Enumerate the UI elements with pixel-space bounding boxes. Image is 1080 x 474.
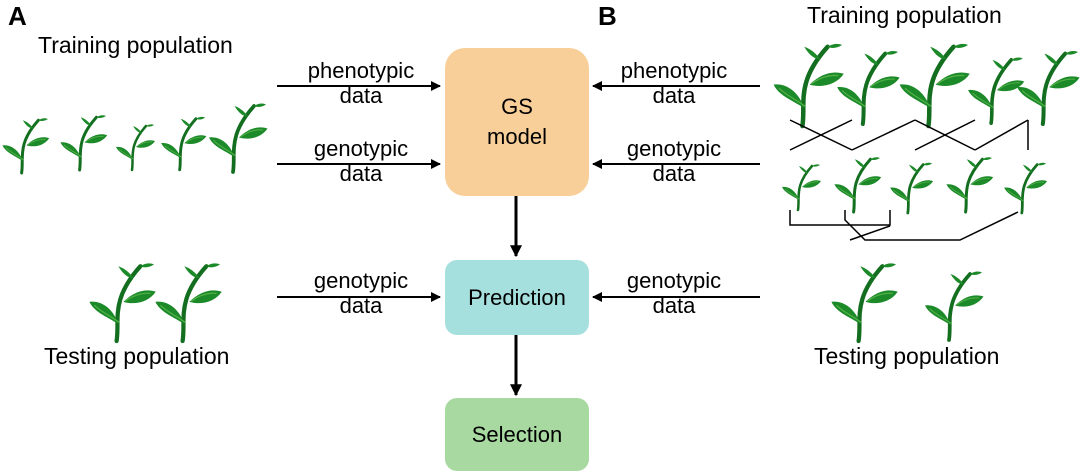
panel-a-testing-plants: [89, 263, 221, 341]
label-b-phenotypic: phenotypic data: [620, 58, 728, 109]
label-b-genotypic-test: genotypic data: [626, 268, 722, 319]
crossing-lines: [789, 119, 1029, 241]
panel-b-training-title: Training population: [807, 2, 1002, 28]
panel-b-testing-plants: [831, 263, 986, 342]
seedling-icon: [888, 161, 935, 215]
seedling-icon: [1002, 161, 1049, 215]
seedling-icon: [774, 44, 844, 126]
input-arrows: [277, 81, 760, 302]
panel-b-training-plants: [774, 44, 1080, 126]
seedling-icon: [0, 116, 51, 175]
seedling-icon: [58, 113, 109, 172]
panel-b-offspring-plants: [780, 155, 1049, 215]
seedling-icon: [780, 163, 823, 212]
label-a-genotypic-test: genotypic data: [313, 268, 409, 319]
seedling-icon: [159, 115, 208, 172]
label-a-phenotypic: phenotypic data: [307, 58, 415, 109]
seedling-icon: [944, 155, 995, 214]
panel-b-label: B: [598, 1, 617, 31]
seedling-icon: [966, 55, 1027, 126]
seedling-icon: [89, 263, 155, 341]
seedling-icon: [900, 44, 970, 126]
seedling-icon: [155, 263, 221, 341]
panel-a-testing-title: Testing population: [44, 343, 230, 369]
panel-a-training-title: Training population: [38, 32, 233, 58]
gs-model-box: GS model: [445, 48, 589, 196]
selection-box: Selection: [445, 398, 589, 471]
label-b-genotypic-train: genotypic data: [626, 136, 722, 187]
seedling-icon: [207, 101, 270, 174]
seedling-icon: [923, 269, 986, 342]
seedling-icon: [831, 263, 897, 341]
panel-a-training-plants: [0, 101, 270, 175]
seedling-icon: [114, 123, 157, 172]
panel-a-label: A: [8, 1, 27, 31]
prediction-box: Prediction: [445, 260, 589, 335]
panel-b-testing-title: Testing population: [814, 343, 1000, 369]
seedling-icon: [837, 51, 899, 124]
label-a-genotypic-train: genotypic data: [313, 136, 409, 187]
seedling-icon: [832, 155, 883, 214]
seedling-icon: [1017, 51, 1079, 124]
